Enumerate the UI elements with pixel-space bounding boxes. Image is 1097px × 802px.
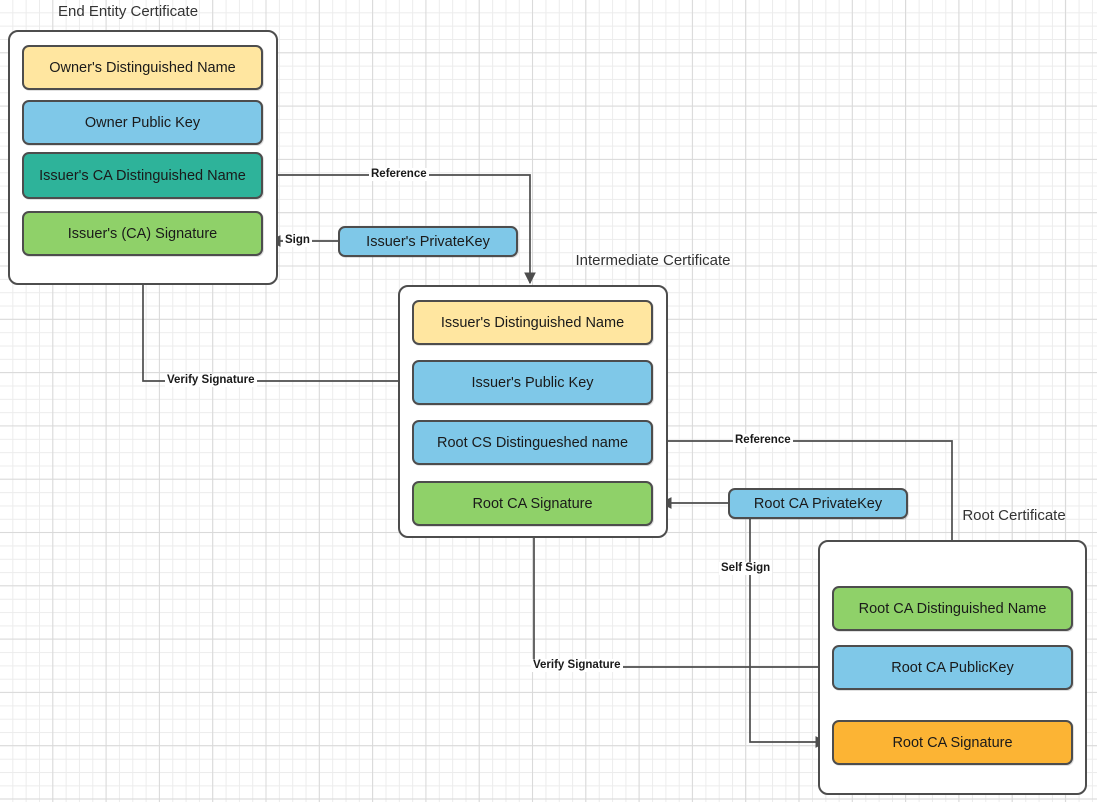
key-root-ca-privatekey[interactable]: Root CA PrivateKey bbox=[728, 488, 908, 519]
field-issuers-ca-signature[interactable]: Issuer's (CA) Signature bbox=[22, 211, 263, 256]
edge-label-int-verify: Verify Signature bbox=[531, 659, 623, 672]
cert-title-intermediate: Intermediate Certificate bbox=[575, 252, 731, 269]
cert-title-root: Root Certificate bbox=[962, 507, 1066, 524]
field-issuers-ca-distinguished-name[interactable]: Issuer's CA Distinguished Name bbox=[22, 152, 263, 199]
edge-label-ee-reference: Reference bbox=[369, 168, 429, 181]
field-owner-public-key[interactable]: Owner Public Key bbox=[22, 100, 263, 145]
field-root-ca-publickey[interactable]: Root CA PublicKey bbox=[832, 645, 1073, 690]
key-issuers-privatekey[interactable]: Issuer's PrivateKey bbox=[338, 226, 518, 257]
edge-label-self-sign: Self Sign bbox=[719, 562, 773, 575]
edge-self-sign bbox=[749, 519, 828, 748]
edge-label-ee-sign: Sign bbox=[283, 234, 312, 247]
edge-int-verify bbox=[528, 522, 832, 668]
field-issuers-distinguished-name[interactable]: Issuer's Distinguished Name bbox=[412, 300, 653, 345]
cert-title-end-entity: End Entity Certificate bbox=[57, 3, 199, 20]
field-issuers-public-key[interactable]: Issuer's Public Key bbox=[412, 360, 653, 405]
edge-label-ee-verify: Verify Signature bbox=[165, 374, 257, 387]
field-root-cs-distingueshed-name[interactable]: Root CS Distingueshed name bbox=[412, 420, 653, 465]
field-owners-distinguished-name[interactable]: Owner's Distinguished Name bbox=[22, 45, 263, 90]
field-root-ca-distinguished-name[interactable]: Root CA Distinguished Name bbox=[832, 586, 1073, 631]
edge-label-int-reference: Reference bbox=[733, 434, 793, 447]
field-intermediate-root-ca-signature[interactable]: Root CA Signature bbox=[412, 481, 653, 526]
field-root-ca-signature[interactable]: Root CA Signature bbox=[832, 720, 1073, 765]
